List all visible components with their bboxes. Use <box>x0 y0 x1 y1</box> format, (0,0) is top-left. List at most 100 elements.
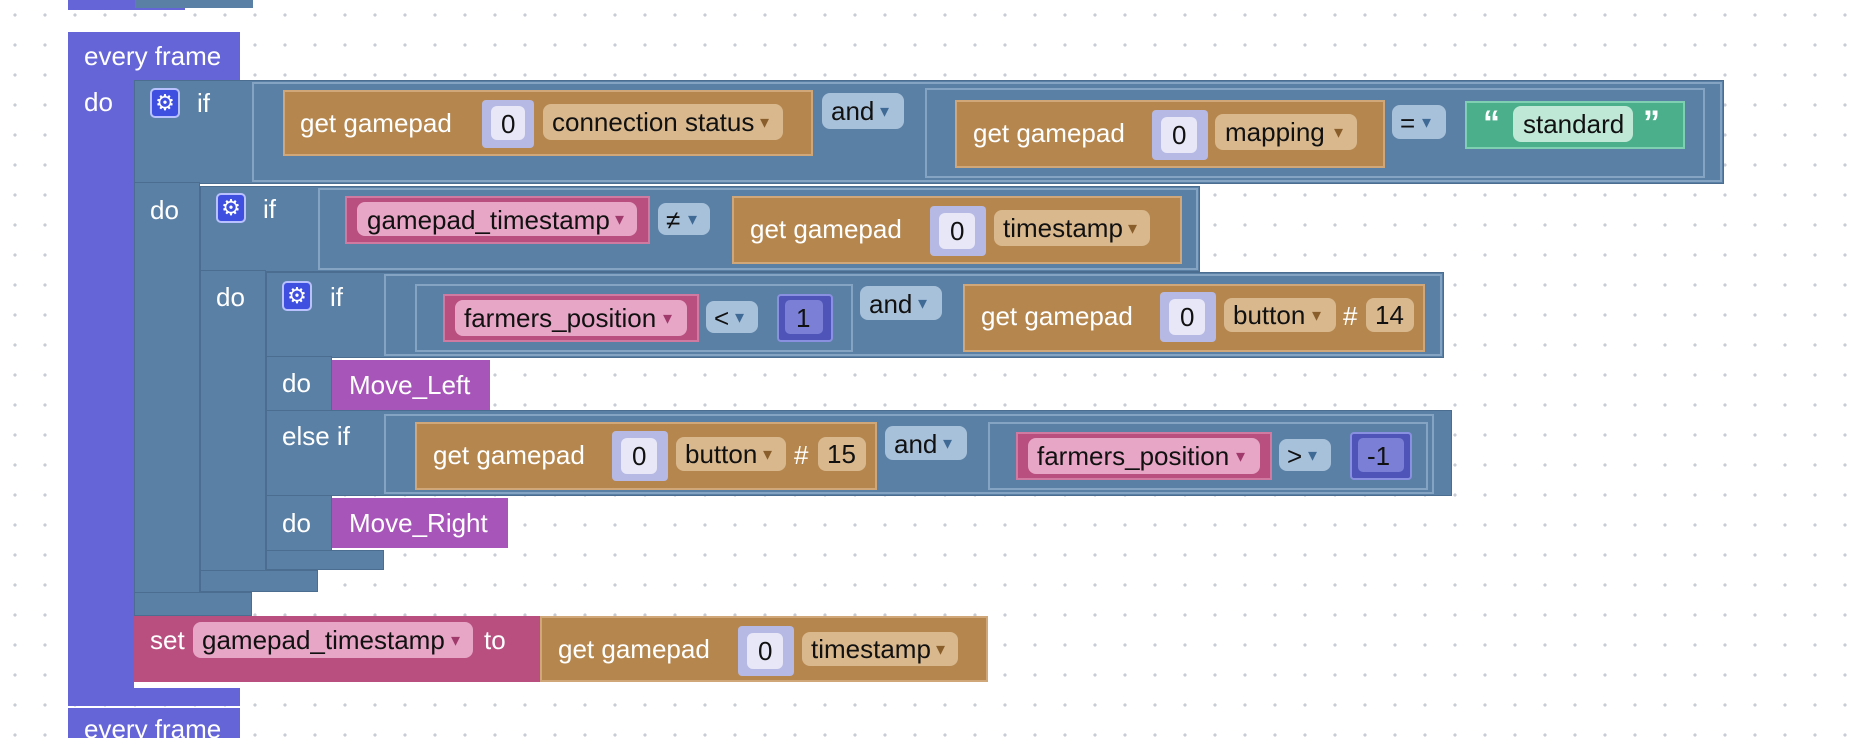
chevron-down-icon: ▾ <box>615 209 625 229</box>
gamepad-index-value: 0 <box>1180 302 1195 332</box>
button-number-value: 14 <box>1375 300 1404 330</box>
chevron-down-icon: ▾ <box>760 112 770 132</box>
if-block-2-spine[interactable] <box>200 270 266 590</box>
gamepad-index-field[interactable] <box>1169 299 1205 335</box>
open-quote-icon: “ <box>1483 104 1500 142</box>
gamepad-property-dropdown[interactable] <box>994 210 1150 246</box>
get-gamepad-label: get gamepad <box>300 108 452 138</box>
variable-dropdown[interactable] <box>1028 438 1260 474</box>
logic-operator-dropdown[interactable] <box>860 286 942 320</box>
compare-operator-dropdown[interactable] <box>658 203 710 235</box>
gamepad-property-value: button <box>1233 300 1306 330</box>
compare-operator-dropdown[interactable] <box>1392 105 1446 139</box>
gear-icon[interactable]: ⚙ <box>282 281 312 311</box>
gamepad-property-dropdown[interactable] <box>802 632 958 666</box>
gamepad-index-value: 0 <box>1172 120 1187 150</box>
if-2-label: if <box>263 194 276 224</box>
if-3-label: if <box>330 282 343 312</box>
gamepad-index-field[interactable] <box>621 438 657 474</box>
button-number-value: 15 <box>827 439 856 469</box>
every-frame-header[interactable] <box>68 32 240 80</box>
variable-dropdown[interactable] <box>455 300 687 336</box>
logic-operator-value: and <box>894 429 938 459</box>
variable-name: gamepad_timestamp <box>367 205 610 235</box>
gamepad-property-dropdown[interactable] <box>676 437 786 471</box>
gamepad-property-dropdown[interactable] <box>1224 298 1336 332</box>
if-block-3-footer[interactable] <box>266 550 384 570</box>
chevron-down-icon: ▾ <box>1308 445 1318 465</box>
else-if-do-label: do <box>282 508 311 538</box>
logic-operator-dropdown[interactable] <box>822 93 904 129</box>
button-number-field[interactable] <box>818 437 866 471</box>
gamepad-index-field[interactable] <box>939 213 975 249</box>
gamepad-property-dropdown[interactable] <box>1215 114 1357 150</box>
number-field[interactable] <box>1358 438 1404 472</box>
chevron-down-icon: ▾ <box>936 639 946 659</box>
if-block-2-footer[interactable] <box>200 570 318 592</box>
chevron-down-icon: ▾ <box>1334 122 1344 142</box>
chevron-down-icon: ▾ <box>663 308 673 328</box>
number-field[interactable] <box>785 300 823 334</box>
every-frame-do-label: do <box>84 87 113 117</box>
every-frame-header-next[interactable] <box>68 708 240 738</box>
procedure-call-move-right[interactable] <box>332 498 508 548</box>
variable-name: gamepad_timestamp <box>202 625 445 655</box>
gamepad-index-value: 0 <box>950 216 965 246</box>
text-field[interactable] <box>1513 106 1633 142</box>
logic-operator-dropdown[interactable] <box>885 426 967 460</box>
if-block-1-spine[interactable] <box>134 182 200 614</box>
gamepad-property-value: mapping <box>1225 117 1325 147</box>
procedure-name: Move_Left <box>349 370 471 400</box>
gamepad-index-field[interactable] <box>747 633 783 669</box>
gamepad-property-value: connection status <box>552 107 755 137</box>
every-frame-label: every frame <box>84 41 222 71</box>
gear-icon[interactable]: ⚙ <box>216 193 246 223</box>
chevron-down-icon: ▾ <box>451 630 461 650</box>
chevron-down-icon: ▾ <box>1422 112 1432 132</box>
get-gamepad-label: get gamepad <box>981 301 1133 331</box>
get-gamepad-label: get gamepad <box>558 634 710 664</box>
gamepad-property-value: timestamp <box>1003 213 1123 243</box>
gamepad-index-field[interactable] <box>491 106 525 140</box>
variable-name: farmers_position <box>464 303 657 333</box>
get-gamepad-label: get gamepad <box>433 440 585 470</box>
chevron-down-icon: ▾ <box>688 209 698 229</box>
set-label: set <box>150 625 185 655</box>
gamepad-property-value: timestamp <box>811 634 931 664</box>
every-frame-footer[interactable] <box>68 688 240 706</box>
button-index-hash: # <box>1343 301 1358 331</box>
variable-dropdown[interactable] <box>357 202 637 236</box>
if-3-do-label: do <box>282 368 311 398</box>
gamepad-index-value: 0 <box>758 636 773 666</box>
compare-operator-value: = <box>1400 108 1416 138</box>
event-block-prev-remnant[interactable] <box>68 0 185 10</box>
compare-operator-value: < <box>714 303 730 333</box>
logic-operator-value: and <box>831 96 875 126</box>
compare-operator-dropdown[interactable] <box>706 301 758 333</box>
if-block-1-footer[interactable] <box>134 592 252 616</box>
gear-icon[interactable]: ⚙ <box>150 88 180 118</box>
button-index-hash: # <box>794 440 809 470</box>
block-remnant-top <box>135 0 253 8</box>
compare-operator-dropdown[interactable] <box>1279 439 1331 471</box>
gamepad-property-value: button <box>685 439 758 469</box>
gamepad-property-dropdown[interactable] <box>543 104 783 140</box>
get-gamepad-label: get gamepad <box>750 214 902 244</box>
if-2-do-label: do <box>216 282 245 312</box>
every-frame-label-next: every frame <box>84 714 222 744</box>
get-gamepad-label: get gamepad <box>973 118 1125 148</box>
number-value: -1 <box>1367 441 1391 471</box>
close-quote-icon: ” <box>1643 104 1660 142</box>
button-number-field[interactable] <box>1366 298 1414 332</box>
compare-operator-value: > <box>1287 441 1303 471</box>
gamepad-index-field[interactable] <box>1161 117 1197 153</box>
variable-dropdown[interactable] <box>193 622 473 658</box>
text-field-value: standard <box>1523 109 1625 139</box>
chevron-down-icon: ▾ <box>1128 218 1138 238</box>
chevron-down-icon: ▾ <box>1236 446 1246 466</box>
procedure-call-move-left[interactable] <box>332 360 490 410</box>
else-if-label: else if <box>282 421 350 451</box>
gamepad-index-value: 0 <box>632 441 647 471</box>
every-frame-spine[interactable] <box>68 78 134 690</box>
chevron-down-icon: ▾ <box>1312 305 1322 325</box>
